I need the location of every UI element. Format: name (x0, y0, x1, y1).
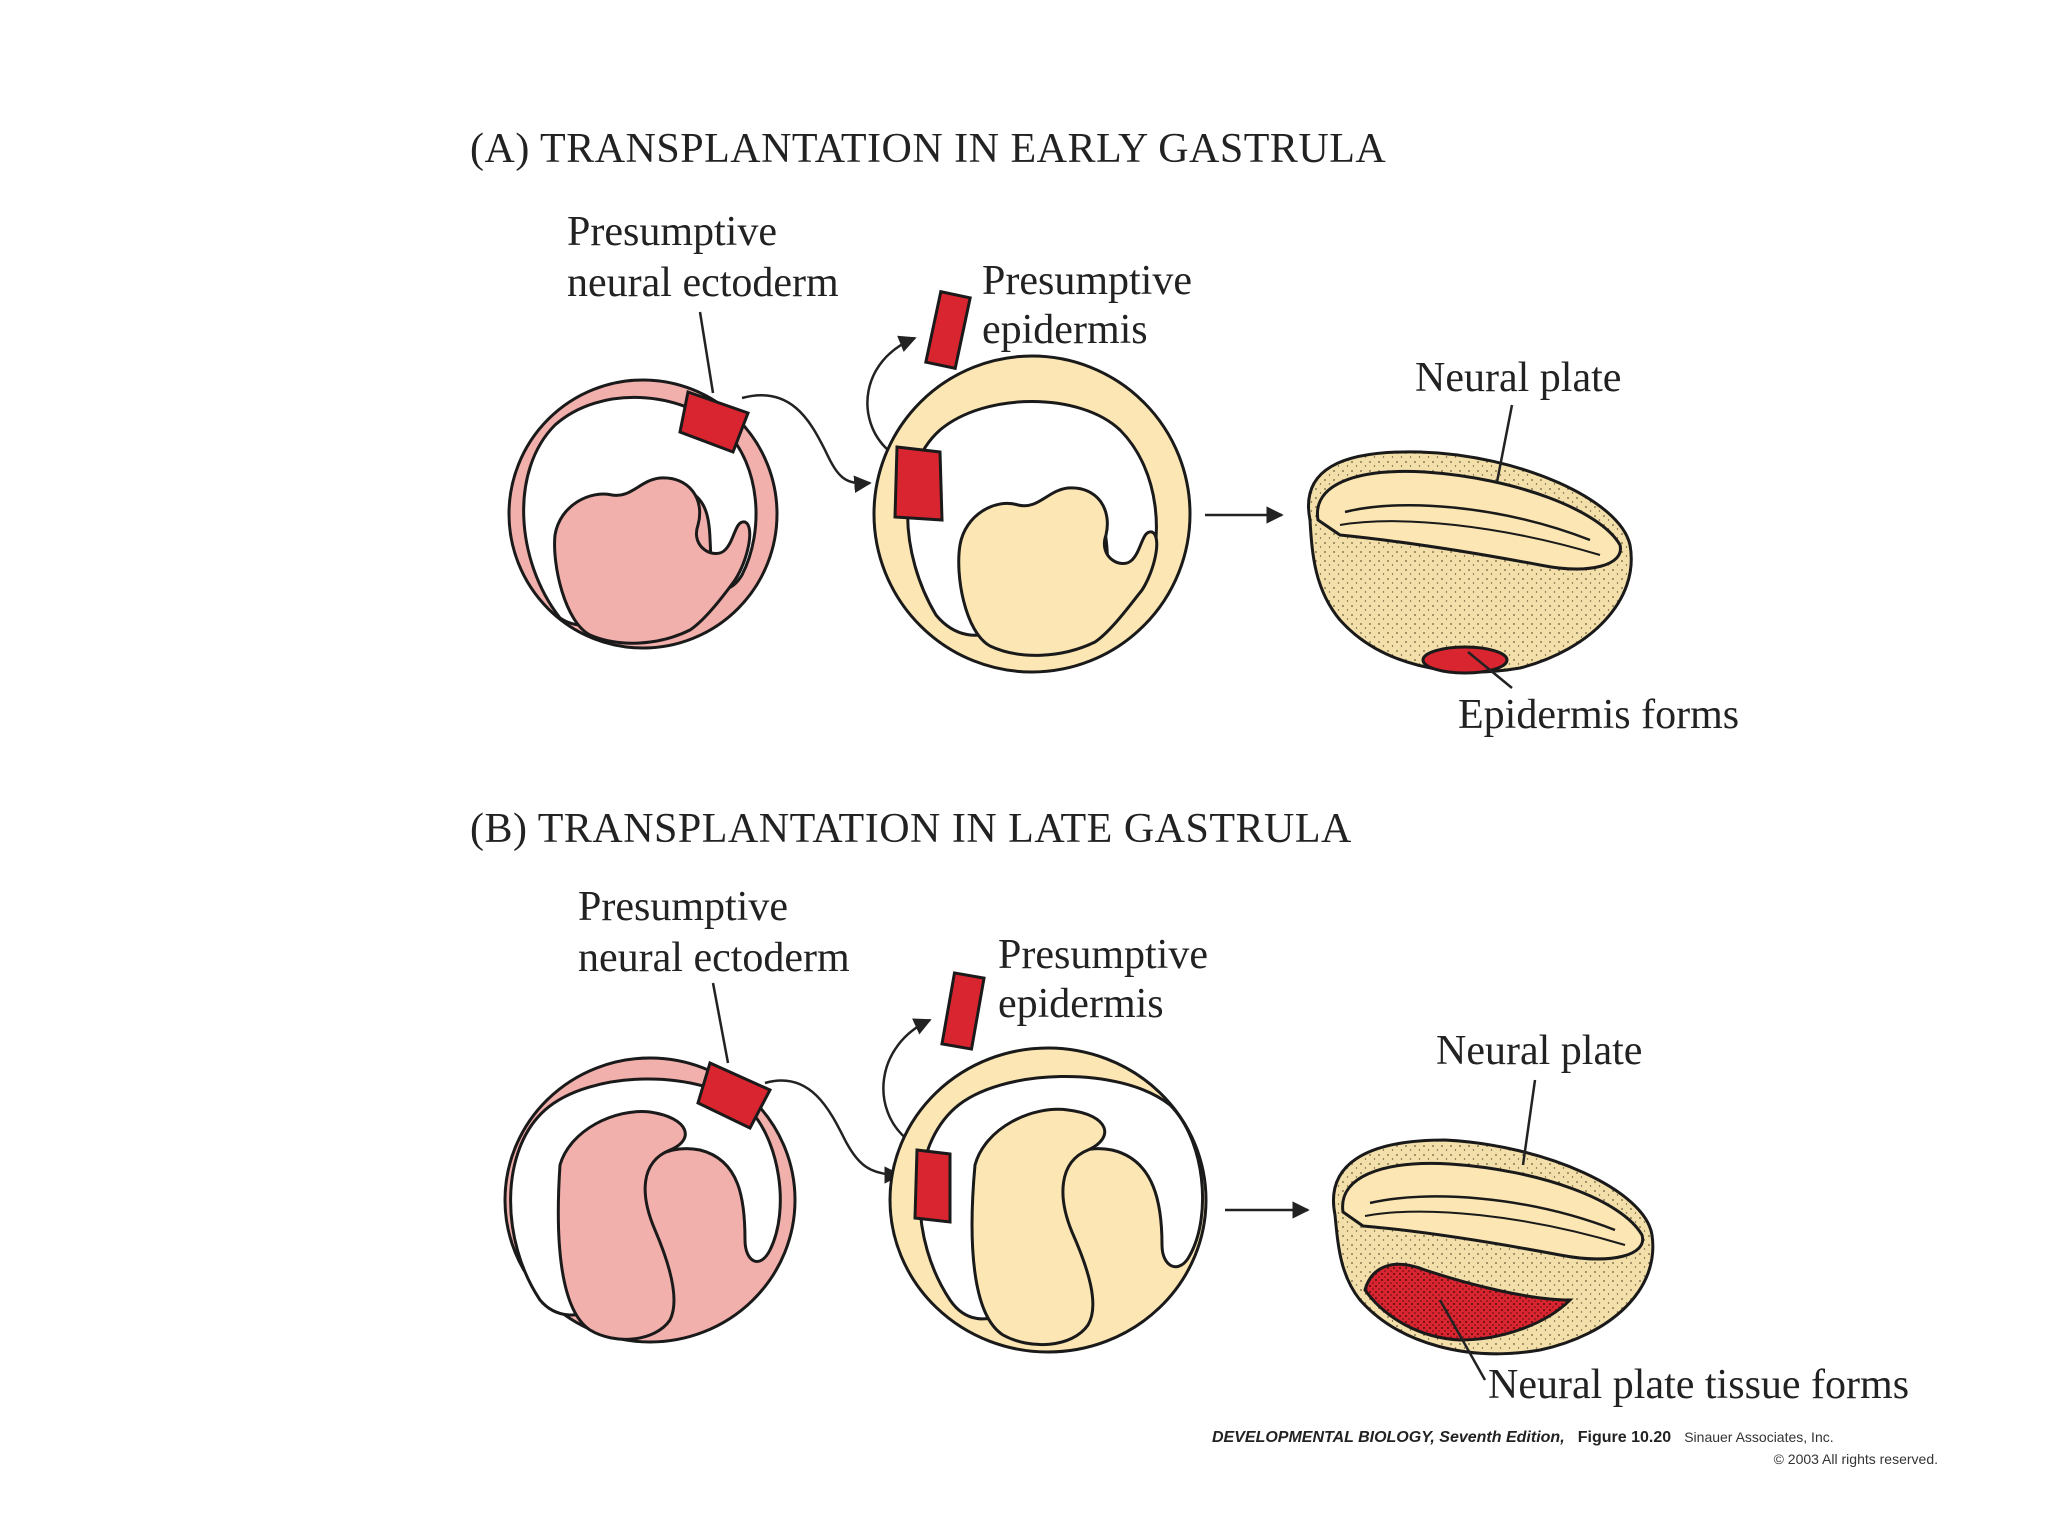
panel-a-donor-embryo (507, 378, 779, 650)
panel-b-title: (B) TRANSPLANTATION IN LATE GASTRULA (470, 806, 1352, 852)
credit-figure: Figure 10.20 (1578, 1429, 1671, 1446)
panel-a-title: (A) TRANSPLANTATION IN EARLY GASTRULA (470, 126, 1386, 172)
credit-line1: DEVELOPMENTAL BIOLOGY, Seventh Edition, … (1212, 1427, 1834, 1446)
figure-credit: DEVELOPMENTAL BIOLOGY, Seventh Edition, … (1212, 1427, 1938, 1467)
panel-a-donor-label-line1: Presumptive (567, 209, 777, 255)
panel-a-removed-piece (924, 289, 972, 371)
panel-a-donor-label-line2: neural ectoderm (567, 260, 839, 306)
panel-b-removed-piece (940, 971, 986, 1051)
panel-b-neurula (1332, 1138, 1655, 1356)
panel-b-donor-embryo (503, 1056, 797, 1344)
panel-b-host-embryo (888, 1046, 1208, 1354)
panel-b-donor-label-line2: neural ectoderm (578, 935, 850, 981)
panel-a-neurula (1307, 450, 1633, 675)
panel-a-host-embryo (872, 354, 1192, 674)
panel-a-plate-label: Neural plate (1415, 355, 1621, 401)
panel-b-host-label-line2: epidermis (998, 981, 1164, 1027)
panel-a: (A) TRANSPLANTATION IN EARLY GASTRULA (470, 126, 1739, 738)
credit-publisher: Sinauer Associates, Inc. (1684, 1429, 1833, 1445)
credit-rights: © 2003 All rights reserved. (1774, 1451, 1938, 1467)
panel-a-host-label-line1: Presumptive (982, 258, 1192, 304)
panel-b-plate-label: Neural plate (1436, 1028, 1642, 1074)
panel-b: (B) TRANSPLANTATION IN LATE GASTRULA (470, 806, 1909, 1408)
panel-a-outcome-label: Epidermis forms (1458, 692, 1739, 738)
credit-book: DEVELOPMENTAL BIOLOGY, Seventh Edition, (1212, 1429, 1565, 1446)
panel-b-donor-label-line1: Presumptive (578, 884, 788, 930)
panel-b-outcome-label: Neural plate tissue forms (1488, 1362, 1909, 1408)
panel-b-host-label-line1: Presumptive (998, 932, 1208, 978)
panel-a-host-label-line2: epidermis (982, 307, 1148, 353)
